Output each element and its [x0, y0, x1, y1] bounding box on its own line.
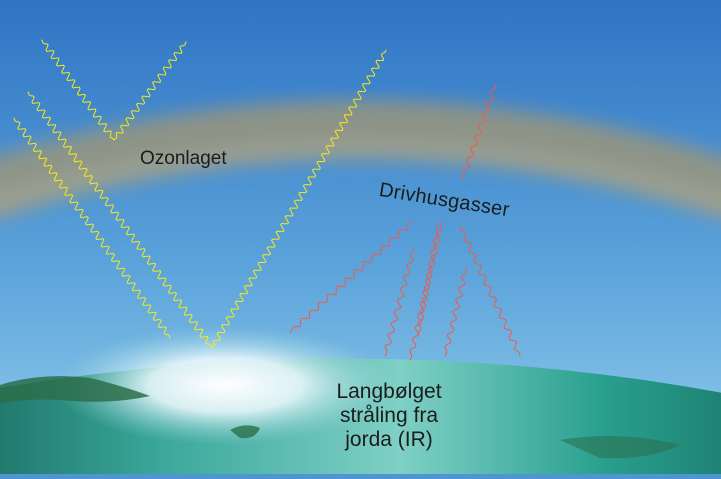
9	[444, 267, 467, 357]
9-path	[459, 225, 521, 357]
11	[13, 117, 171, 339]
9-path	[384, 247, 415, 357]
11-path	[27, 49, 387, 349]
9	[409, 221, 443, 361]
ozone-layer-band	[0, 100, 721, 219]
longwave-label-line: Langbølget	[336, 380, 442, 403]
11	[41, 39, 187, 141]
longwave-label-line: stråling fra	[339, 404, 439, 427]
ozone-layer-label: Ozonlaget	[140, 148, 227, 169]
9-path	[409, 221, 443, 361]
earth	[0, 325, 721, 474]
11-path	[13, 117, 171, 339]
11	[27, 49, 387, 349]
continent-shape	[560, 436, 680, 459]
9	[459, 225, 521, 357]
continent-shape	[0, 376, 150, 404]
9-path	[444, 267, 467, 357]
island-shape	[230, 425, 260, 439]
9	[461, 83, 497, 181]
8	[417, 225, 440, 337]
9-path	[289, 221, 413, 333]
longwave-radiation-label: Langbølget stråling fra jorda (IR)	[314, 380, 464, 452]
8-path	[417, 225, 440, 337]
11-path	[41, 39, 187, 141]
9-path	[461, 83, 497, 181]
9	[384, 247, 415, 357]
infrared-rays	[289, 83, 521, 361]
9	[289, 221, 413, 333]
solar-rays	[13, 39, 387, 349]
longwave-label-line: jorda (IR)	[345, 428, 433, 451]
